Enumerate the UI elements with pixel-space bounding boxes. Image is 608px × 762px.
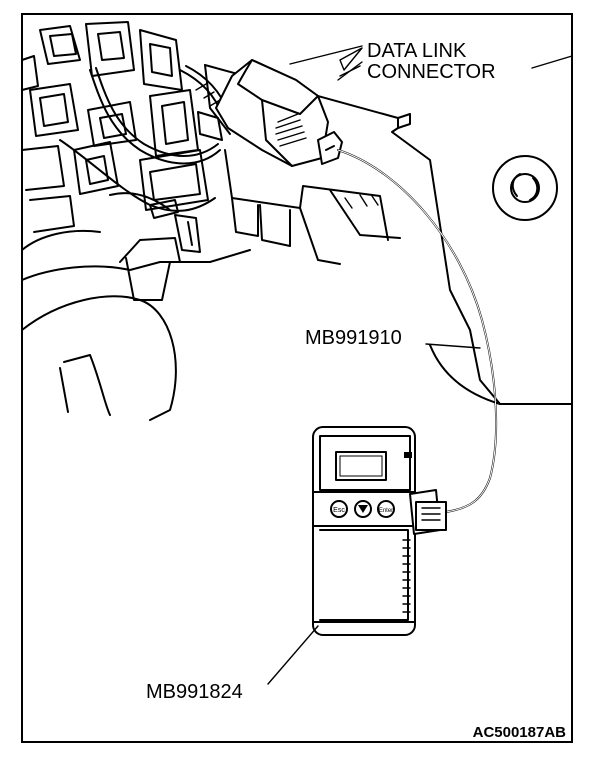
data-link-connector-label-line2: CONNECTOR [367,61,496,83]
cable-label: MB991910 [305,327,402,349]
scan-tool-label: MB991824 [146,681,243,703]
callout-leaders [267,45,573,685]
data-link-connector [197,59,343,167]
esc-button-label: Esc [333,507,345,514]
enter-button-label: Enter [379,508,393,514]
down-arrow-icon [358,505,368,513]
esc-button[interactable]: Esc [330,500,348,518]
figure-frame [21,13,573,743]
down-arrow-button[interactable] [354,500,372,518]
figure-id: AC500187AB [473,724,567,741]
cable-mb991910 [337,149,498,513]
scan-tool-screen [335,451,387,481]
scan-tool-mb991824: Esc Enter [312,426,447,636]
data-link-connector-label-line1: DATA LINK [367,40,467,62]
enter-button[interactable]: Enter [377,500,395,518]
dashboard-underside [21,21,573,421]
